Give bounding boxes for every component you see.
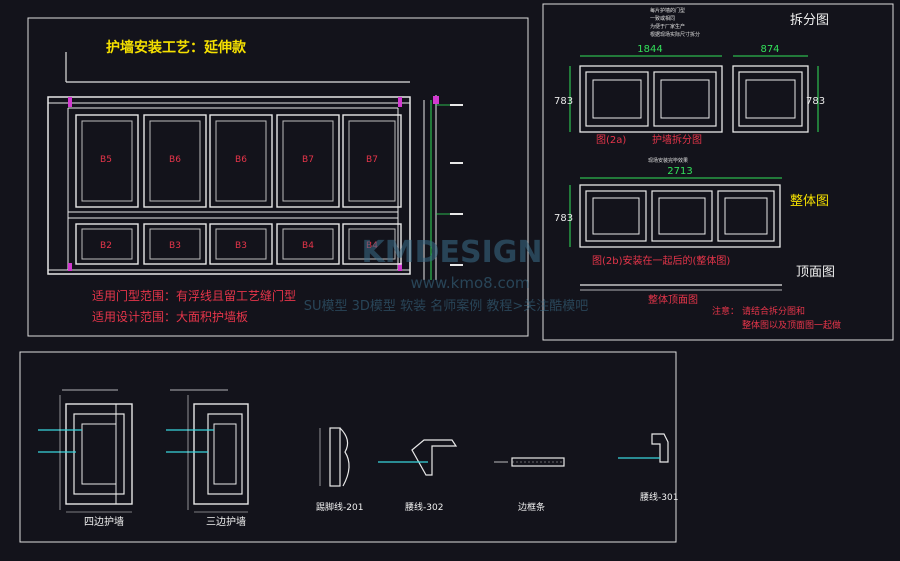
dimension-783-right: 783	[806, 96, 825, 107]
panel-label: B3	[235, 241, 247, 251]
scope-door-text: 适用门型范围：有浮线且留工艺缝门型	[92, 288, 296, 303]
waist-301-profile	[618, 433, 669, 463]
split-note-line: 每片护墙的门型	[650, 7, 685, 14]
dimension-2713: 2713	[667, 166, 692, 177]
panel-label: B2	[100, 241, 112, 251]
panel-label: B6	[169, 155, 181, 165]
caption-split: 护墙拆分图	[652, 133, 702, 146]
top-view-title: 顶面图	[796, 265, 835, 280]
note-line-1: 请结合拆分图和	[742, 305, 805, 317]
skirting-profile	[319, 427, 350, 487]
three-side-label: 三边护墙	[206, 515, 246, 528]
watermark-slogan: SU模型 3D模型 软装 名师案例 教程>关注酷模吧	[304, 298, 588, 314]
panel-label: B4	[366, 241, 378, 251]
dimension-783-left: 783	[554, 96, 573, 107]
waist-301-label: 腰线-301	[640, 491, 678, 503]
detail-frame	[19, 351, 677, 543]
whole-header-note: 现场安装完毕效果	[648, 157, 688, 164]
caption-2b: 图(2b)安装在一起后的(整体图)	[592, 254, 730, 267]
main-title: 护墙安装工艺：延伸款	[106, 39, 247, 56]
main-frame	[27, 17, 529, 337]
four-side-label: 四边护墙	[84, 515, 124, 528]
split-elevation	[569, 65, 819, 133]
split-note-line: 为便于厂家生产	[650, 23, 685, 30]
whole-elevation	[569, 184, 781, 248]
edge-strip-profile	[494, 457, 565, 467]
scope-design-text: 适用设计范围：大面积护墙板	[92, 310, 248, 324]
edge-strip-label: 边框条	[518, 501, 545, 513]
split-title: 拆分图	[790, 13, 829, 28]
panel-label: B3	[169, 241, 181, 251]
panel-label: B5	[100, 155, 112, 165]
split-note-line: 一致或相同	[650, 15, 675, 22]
watermark-site: www.kmo8.com	[410, 274, 529, 292]
panel-label: B6	[235, 155, 247, 165]
waist-302-profile	[378, 439, 458, 476]
dimension-874: 874	[760, 44, 779, 55]
skirting-label: 踢脚线-201	[316, 501, 363, 513]
waist-302-label: 腰线-302	[405, 501, 443, 513]
whole-title: 整体图	[790, 194, 829, 209]
dimension-1844: 1844	[637, 44, 662, 55]
watermark-brand: KMDESIGN	[362, 235, 543, 270]
side-section	[423, 95, 463, 280]
panel-label: B7	[302, 155, 314, 165]
panel-label: B7	[366, 155, 378, 165]
note-line-2: 整体图以及顶面图一起做	[742, 319, 841, 331]
panel-label: B4	[302, 241, 314, 251]
right-frame	[542, 3, 894, 341]
note-label: 注意：	[712, 305, 739, 317]
caption-2a: 图(2a)	[596, 134, 626, 146]
three-side-detail	[166, 389, 249, 513]
split-note-line: 根据现场实际尺寸拆分	[650, 31, 700, 38]
dimension-783-whole: 783	[554, 213, 573, 224]
wall-elevation: B5 B6 B6 B7 B7 B2 B3 B3 B4 B4	[47, 96, 411, 275]
four-side-detail	[38, 389, 133, 513]
top-view-caption: 整体顶面图	[648, 293, 698, 306]
